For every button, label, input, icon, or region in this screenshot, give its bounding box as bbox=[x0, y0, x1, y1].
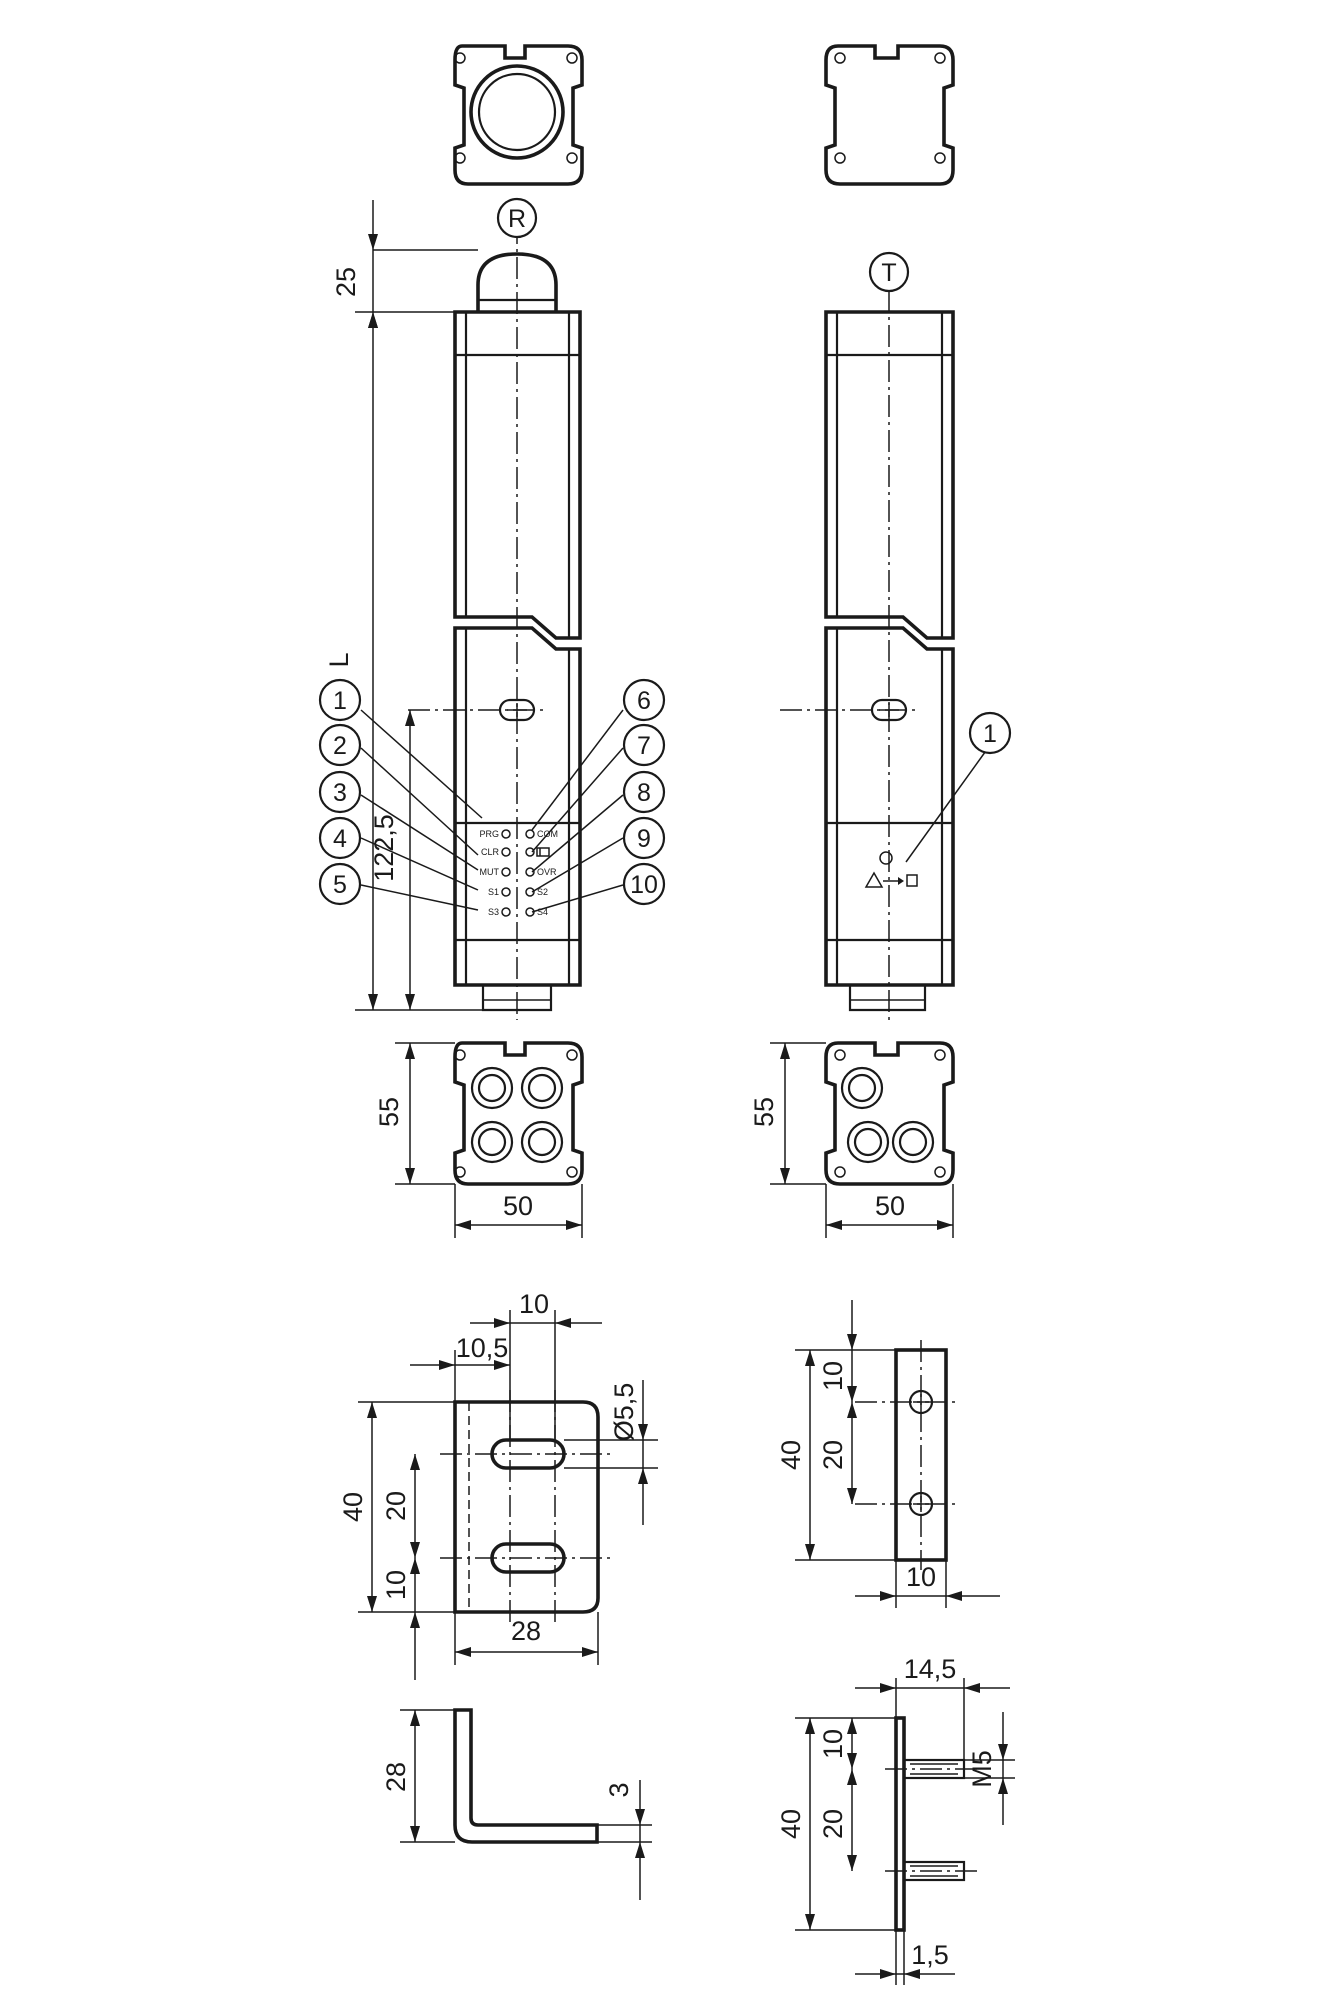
led-label-prg: PRG bbox=[479, 829, 499, 839]
stud-thread-dim: M5 bbox=[967, 1750, 997, 1788]
transmitter-side-view bbox=[780, 290, 955, 1020]
bracket-b-front-view: 40 10 20 10 bbox=[776, 1300, 1000, 1608]
callout-4: 4 bbox=[318, 816, 362, 860]
led-label-s2: S2 bbox=[537, 887, 548, 897]
svg-text:R: R bbox=[508, 205, 526, 233]
bracket-a-front-view: 10 10,5 Ø5,5 40 20 10 28 bbox=[338, 1289, 658, 1680]
stud-pitch-dim: 20 bbox=[818, 1809, 848, 1839]
svg-text:9: 9 bbox=[637, 825, 651, 853]
bracket-a-slot-pitch-dim: 20 bbox=[381, 1491, 411, 1521]
stud-top-offset-dim: 10 bbox=[818, 1729, 848, 1759]
callout-8: 8 bbox=[622, 770, 666, 814]
svg-text:6: 6 bbox=[637, 687, 651, 715]
receiver-label: R bbox=[496, 197, 538, 239]
svg-text:1: 1 bbox=[333, 687, 347, 715]
receiver-callout-leaders bbox=[360, 709, 624, 913]
svg-text:2: 2 bbox=[333, 732, 347, 760]
bracket-a-thickness-dim: 3 bbox=[604, 1782, 634, 1797]
stud-plate-side-view: 14,5 M5 40 10 20 1,5 bbox=[776, 1654, 1015, 1985]
bracket-b-hole-pitch-dim: 20 bbox=[818, 1440, 848, 1470]
bracket-a-slot-offset-dim: 10,5 bbox=[456, 1333, 509, 1363]
svg-text:10: 10 bbox=[630, 871, 658, 899]
callout-9: 9 bbox=[622, 816, 666, 860]
width-r-dim: 50 bbox=[503, 1191, 533, 1221]
led-label-s1: S1 bbox=[488, 887, 499, 897]
depth-r-dim: 55 bbox=[374, 1097, 404, 1127]
led-label-mut: MUT bbox=[480, 867, 500, 877]
bracket-a-height-dim: 40 bbox=[338, 1492, 368, 1522]
stud-length-dim: 14,5 bbox=[904, 1654, 957, 1684]
led-label-s4: S4 bbox=[537, 907, 548, 917]
callout-10: 10 bbox=[622, 862, 666, 906]
svg-text:7: 7 bbox=[637, 732, 651, 760]
svg-text:4: 4 bbox=[333, 825, 347, 853]
warning-symbol-icon bbox=[864, 871, 918, 888]
receiver-side-view: PRG CLR MUT S1 S3 COM OVR S2 S4 bbox=[408, 222, 582, 1020]
bracket-a-side-view: 28 3 bbox=[381, 1708, 652, 1900]
length-dim: L bbox=[324, 652, 354, 667]
svg-text:5: 5 bbox=[333, 871, 347, 899]
svg-text:1: 1 bbox=[983, 720, 997, 748]
callout-6: 6 bbox=[622, 678, 666, 722]
bracket-b-top-offset-dim: 10 bbox=[818, 1361, 848, 1391]
cap-height-dim: 25 bbox=[331, 267, 361, 297]
callout-2: 2 bbox=[318, 723, 362, 767]
receiver-bottom-end-view: 55 50 bbox=[374, 1041, 584, 1238]
led-label-ovr: OVR bbox=[537, 867, 557, 877]
stud-height-dim: 40 bbox=[776, 1809, 806, 1839]
bracket-a-bottom-offset-dim: 10 bbox=[381, 1570, 411, 1600]
svg-text:T: T bbox=[881, 259, 896, 287]
bracket-b-height-dim: 40 bbox=[776, 1440, 806, 1470]
transmitter-bottom-end-view: 55 50 bbox=[749, 1041, 955, 1238]
svg-text:8: 8 bbox=[637, 779, 651, 807]
receiver-top-end-view bbox=[453, 44, 584, 186]
callout-3: 3 bbox=[318, 770, 362, 814]
svg-text:3: 3 bbox=[333, 779, 347, 807]
bracket-a-hole-dia-dim: Ø5,5 bbox=[609, 1383, 639, 1442]
led-label-s3: S3 bbox=[488, 907, 499, 917]
battery-icon bbox=[536, 847, 550, 857]
callout-1: 1 bbox=[318, 678, 362, 722]
callout-7: 7 bbox=[622, 723, 666, 767]
callout-5: 5 bbox=[318, 862, 362, 906]
transmitter-top-end-view bbox=[824, 44, 955, 186]
bracket-a-hole-spacing-dim: 10 bbox=[519, 1289, 549, 1319]
width-t-dim: 50 bbox=[875, 1191, 905, 1221]
bracket-a-leg-dim: 28 bbox=[381, 1762, 411, 1792]
callout-t-1: 1 bbox=[968, 711, 1012, 755]
depth-t-dim: 55 bbox=[749, 1097, 779, 1127]
bracket-a-width-dim: 28 bbox=[511, 1616, 541, 1646]
bracket-b-width-dim: 10 bbox=[906, 1562, 936, 1592]
led-label-clr: CLR bbox=[481, 847, 500, 857]
plate-thickness-dim: 1,5 bbox=[911, 1940, 949, 1970]
transmitter-label: T bbox=[868, 251, 910, 293]
